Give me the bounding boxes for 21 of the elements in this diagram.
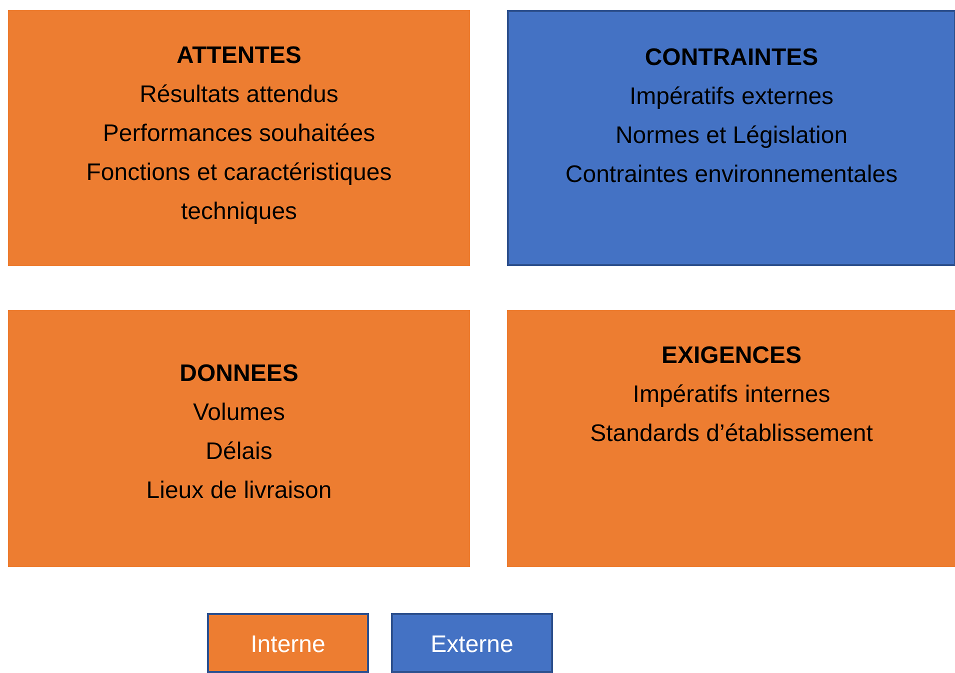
box-text: Délais bbox=[204, 437, 274, 467]
box-text: Volumes bbox=[192, 398, 286, 428]
legend-item: Interne bbox=[207, 613, 369, 673]
category-box bbox=[507, 10, 955, 266]
box-text: Standards d’établissement bbox=[589, 419, 874, 449]
box-text: Lieux de livraison bbox=[145, 476, 333, 506]
box-heading: EXIGENCES bbox=[660, 341, 803, 371]
box-heading: DONNEES bbox=[178, 359, 300, 389]
category-box bbox=[8, 310, 470, 567]
box-text: Impératifs internes bbox=[632, 380, 832, 410]
box-text: Normes et Législation bbox=[614, 121, 849, 151]
box-heading: ATTENTES bbox=[176, 41, 302, 71]
box-text: Résultats attendus bbox=[138, 80, 340, 110]
box-text: Fonctions et caractéristiques techniques bbox=[85, 158, 393, 227]
legend-item: Externe bbox=[391, 613, 553, 673]
box-text: Impératifs externes bbox=[628, 82, 835, 112]
box-text: Contraintes environnementales bbox=[564, 160, 899, 190]
box-text: Performances souhaitées bbox=[102, 119, 376, 149]
category-box bbox=[507, 310, 955, 567]
box-heading: CONTRAINTES bbox=[644, 43, 820, 73]
category-box bbox=[8, 10, 470, 266]
